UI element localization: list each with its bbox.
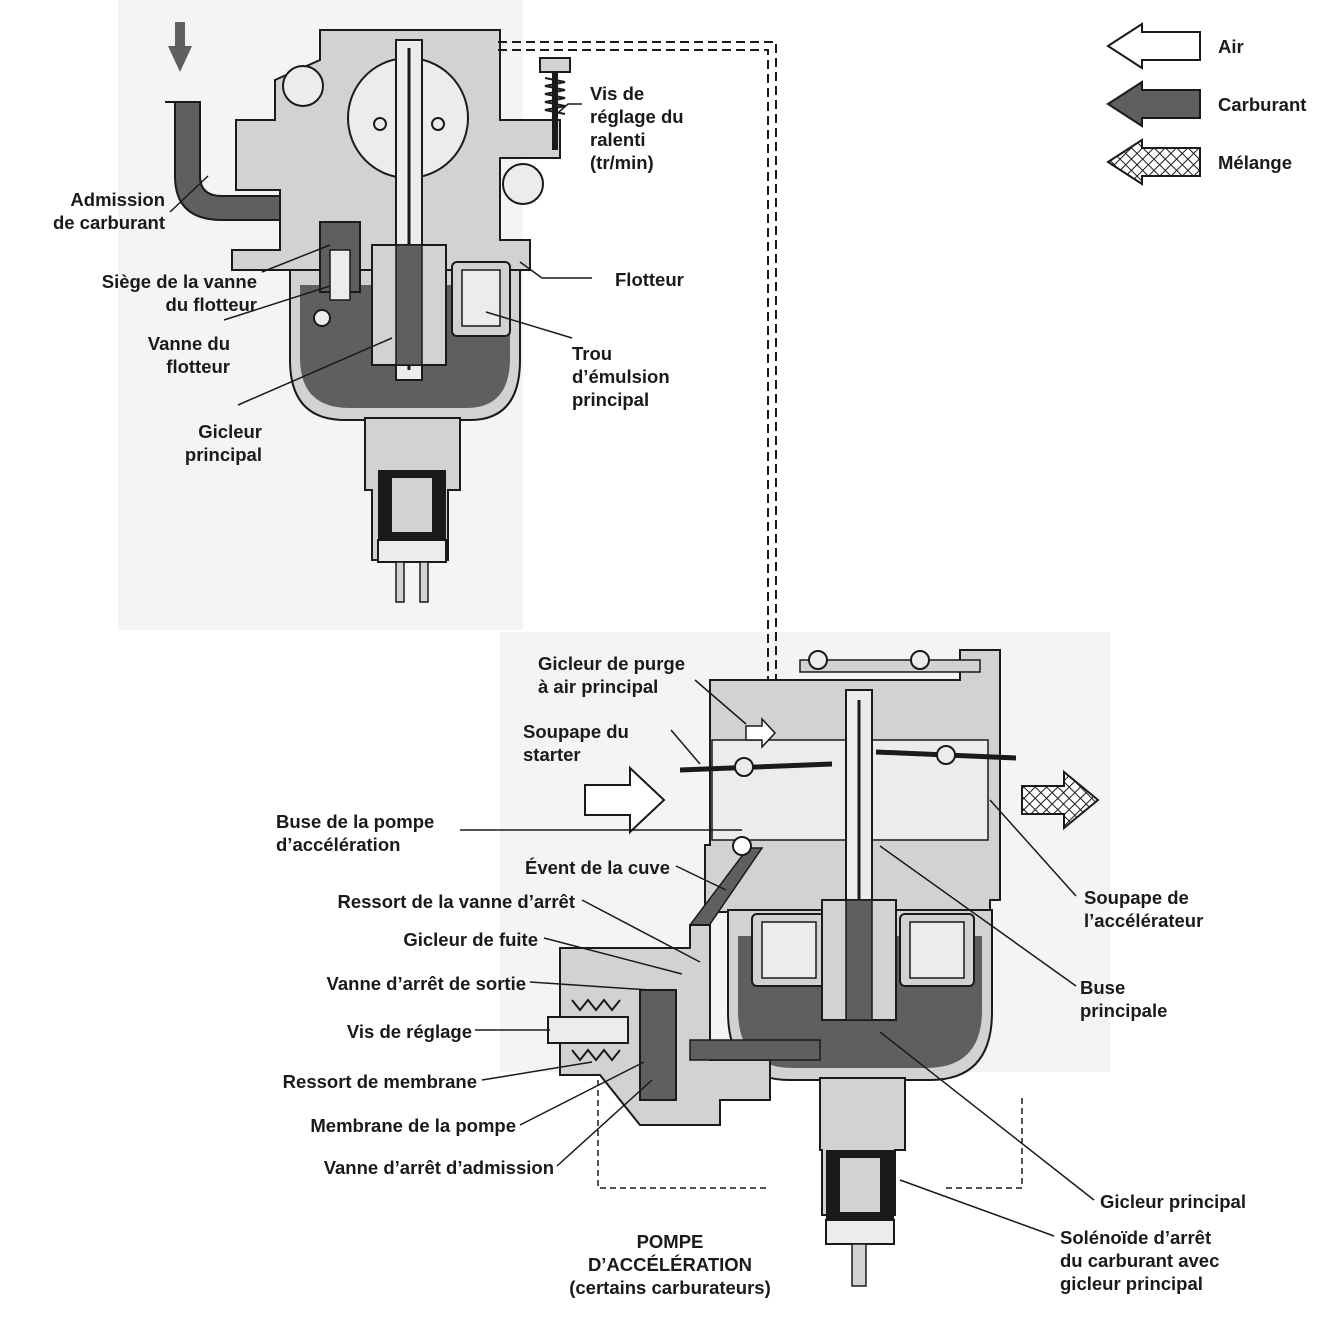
pump-linkage-dashed (597, 1080, 1023, 1189)
accel-pump-diaphragm (639, 989, 677, 1101)
label-leak-jet: Gicleur de fuite (403, 929, 538, 950)
label-main-emulsion-hole: Trou d’émulsion principal (572, 343, 670, 410)
top-carburetor (165, 22, 571, 603)
label-fuel-inlet: Admission de carburant (52, 189, 165, 233)
view-connector-dashed (498, 41, 777, 690)
legend-mixture-label: Mélange (1218, 152, 1293, 173)
label-float-valve-seat: Siège de la vanne du flotteur (101, 271, 257, 315)
idle-screw (539, 57, 571, 150)
label-bowl-vent: Évent de la cuve (525, 857, 670, 878)
accel-pump-nozzle-dot (732, 836, 752, 856)
label-accel-pump-title: POMPE D’ACCÉLÉRATION (certains carburate… (569, 1231, 771, 1298)
accel-pump-adjust-screw (547, 1016, 629, 1044)
label-outlet-check-valve: Vanne d’arrêt de sortie (326, 973, 526, 994)
choke-pivot (282, 65, 324, 107)
bottom-choke-plate (679, 761, 833, 773)
accel-pump-fuel-line (689, 1039, 821, 1061)
legend-air-arrow (1106, 22, 1201, 70)
label-float-valve: Vanne du flotteur (147, 333, 230, 377)
label-main-air-bleed-jet: Gicleur de purge à air principal (538, 653, 686, 697)
label-throttle-valve: Soupape de l’accélérateur (1084, 887, 1204, 931)
label-idle-screw: Vis de réglage du ralenti (tr/min) (590, 83, 684, 173)
leader-lines (169, 103, 1095, 1237)
label-accel-pump-nozzle: Buse de la pompe d’accélération (276, 811, 435, 855)
legend-fuel-label: Carburant (1218, 94, 1307, 115)
idle-pivot (502, 163, 544, 205)
label-main-nozzle: Buse principale (1080, 977, 1168, 1021)
label-check-valve-spring: Ressort de la vanne d’arrêt (337, 891, 575, 912)
label-fuel-shutoff-solenoid: Solénoïde d’arrêt du carburant avec gicl… (1060, 1227, 1220, 1294)
fuel-flow-down-arrow (168, 22, 192, 72)
label-main-jet-top: Gicleur principal (184, 421, 262, 465)
mixture-outflow-arrow (1021, 769, 1100, 831)
label-inlet-check-valve: Vanne d’arrêt d’admission (323, 1157, 554, 1178)
air-inflow-arrow (584, 765, 666, 835)
legend-mixture-arrow (1106, 138, 1201, 186)
legend (1106, 22, 1201, 186)
label-float: Flotteur (615, 269, 684, 290)
label-adjust-screw: Vis de réglage (346, 1021, 472, 1042)
top-float-valve (313, 221, 361, 327)
label-pump-diaphragm: Membrane de la pompe (310, 1115, 516, 1136)
label-main-jet-bottom: Gicleur principal (1100, 1191, 1246, 1212)
accel-pump-spring (571, 998, 621, 1062)
label-diaphragm-spring: Ressort de membrane (282, 1071, 477, 1092)
legend-fuel-arrow (1106, 80, 1201, 128)
legend-air-label: Air (1218, 36, 1244, 57)
label-choke-valve: Soupape du starter (523, 721, 629, 765)
